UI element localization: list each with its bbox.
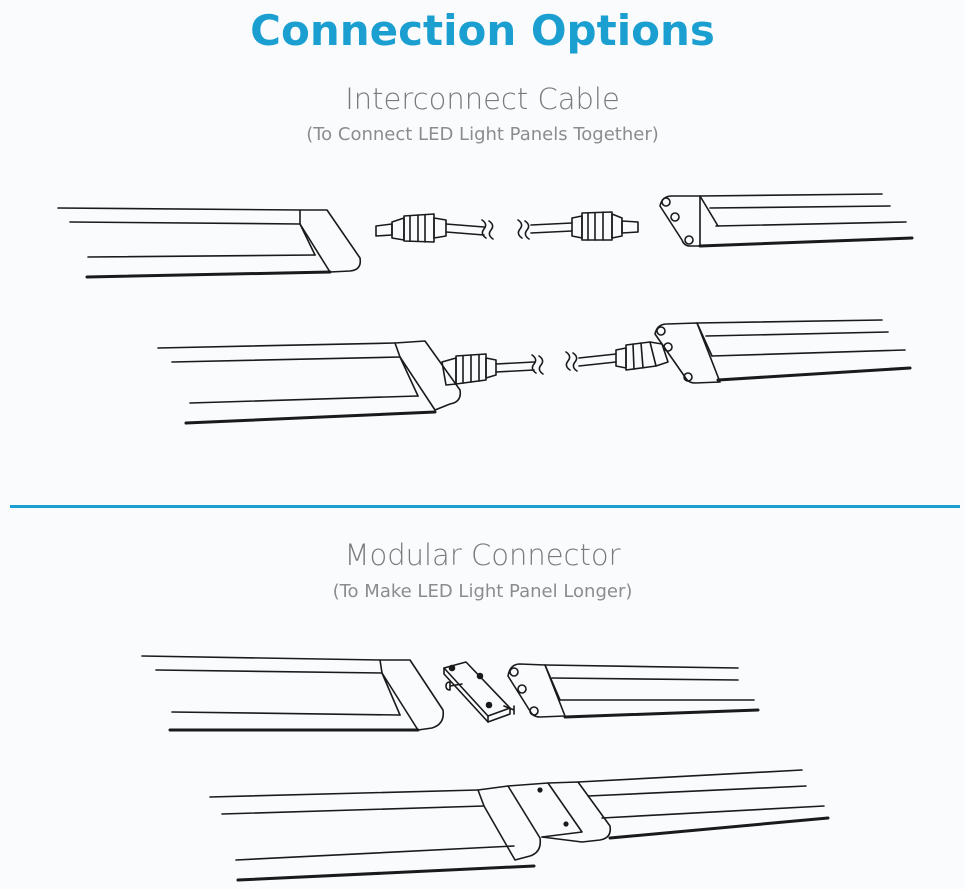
section-divider xyxy=(10,505,960,508)
right-modular-panel xyxy=(507,663,760,719)
joined-long-panel xyxy=(209,769,830,882)
page-title: Connection Options xyxy=(250,6,715,55)
modular-subtitle: (To Make LED Light Panel Longer) xyxy=(332,581,633,602)
interconnect-heading: Interconnect Cable xyxy=(345,82,620,116)
interconnect-subtitle: (To Connect LED Light Panels Together) xyxy=(306,124,659,145)
right-light-panel-connected xyxy=(654,319,912,384)
modular-heading: Modular Connector xyxy=(344,538,621,572)
right-light-panel xyxy=(659,193,914,248)
modular-connector-piece xyxy=(443,661,515,723)
cable-plug-inserted-right xyxy=(565,341,669,372)
left-modular-panel xyxy=(141,655,445,732)
cable-plug-right xyxy=(517,211,639,241)
cable-plug-inserted-left xyxy=(441,353,544,386)
left-light-panel xyxy=(57,207,362,279)
left-light-panel-connected xyxy=(157,340,462,425)
cable-plug-left xyxy=(375,213,494,243)
